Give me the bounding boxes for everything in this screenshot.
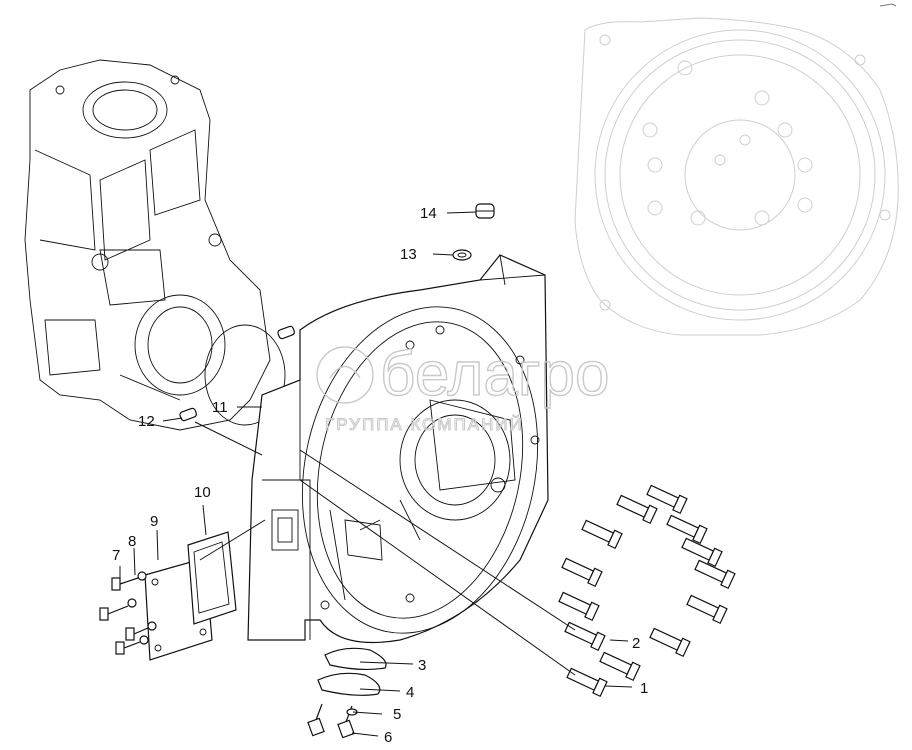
part-labels: 1 2 3 4 5 6 7 8 9 10 11 12 13 14 — [112, 205, 648, 746]
label-part-7: 7 — [112, 547, 120, 564]
leader-lines — [119, 211, 633, 737]
label-part-9: 9 — [150, 513, 158, 530]
ghost-flywheel — [574, 17, 899, 336]
watermark-brand: белагро — [380, 340, 609, 409]
bolts-7-washers-8 — [99, 571, 157, 655]
label-part-11: 11 — [212, 399, 228, 416]
watermark-tagline: ГРУППА КОМПАНИЙ — [325, 415, 524, 434]
bolts-1-2 — [558, 484, 736, 698]
plug-14 — [475, 203, 495, 219]
corner-mark — [879, 3, 897, 7]
label-part-12: 12 — [138, 413, 155, 430]
engine-block — [24, 59, 286, 431]
label-part-1: 1 — [640, 680, 648, 697]
label-part-10: 10 — [194, 484, 211, 501]
label-part-14: 14 — [420, 205, 437, 222]
dowel-pin-12 — [179, 325, 295, 422]
label-part-5: 5 — [393, 706, 401, 723]
watermark: белагро ГРУППА КОМПАНИЙ — [316, 339, 610, 435]
flywheel-bolt-holes — [599, 34, 891, 311]
label-part-3: 3 — [418, 657, 426, 674]
washer-13 — [452, 249, 472, 261]
label-part-4: 4 — [406, 684, 414, 701]
bolts-6-washers-5 — [307, 703, 358, 739]
belagro-logo-icon — [316, 346, 374, 404]
seal-4 — [317, 672, 381, 696]
label-part-8: 8 — [128, 533, 136, 550]
flywheel-housing — [247, 254, 549, 644]
seal-3 — [324, 647, 387, 671]
gasket-10 — [187, 531, 237, 625]
label-part-13: 13 — [400, 246, 417, 263]
label-part-2: 2 — [632, 635, 640, 652]
label-part-6: 6 — [384, 729, 392, 746]
